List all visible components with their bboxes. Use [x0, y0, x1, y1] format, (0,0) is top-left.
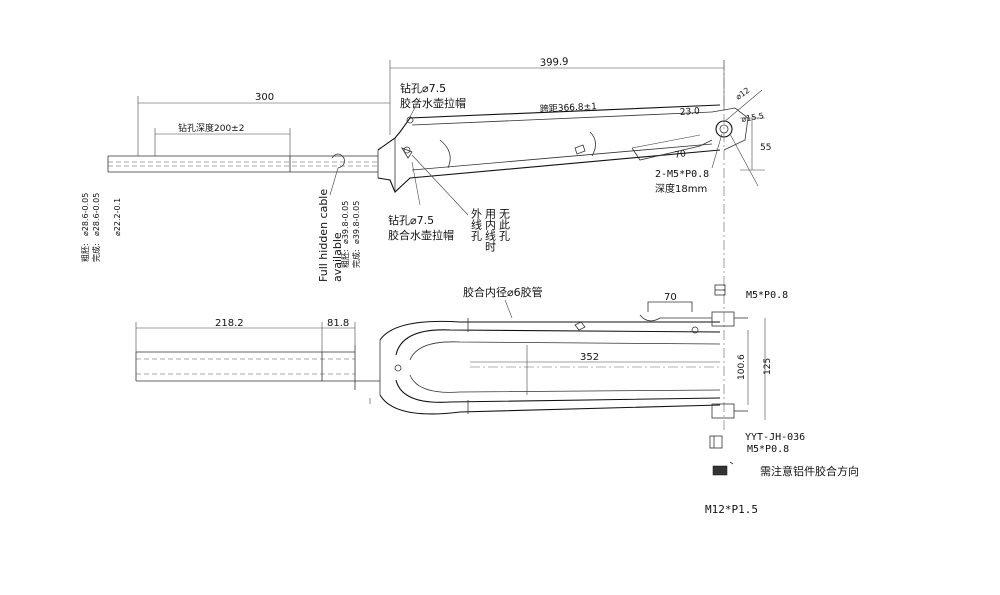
m5-note-2: 深度18mm: [655, 182, 707, 195]
dim-22: ⌀22.2-0.1: [113, 198, 122, 236]
dim-overall-length: 399.9: [540, 57, 569, 69]
dim-70-top: 70: [674, 149, 687, 161]
m5-side-note: M5*P0.8: [746, 290, 788, 301]
finish-label-2: 完成:: [351, 249, 361, 268]
bottom-dimensions: [135, 299, 766, 420]
m5-part-label: M5*P0.8: [747, 444, 789, 455]
dim-100: 100.6: [737, 354, 747, 380]
m12-label: M12*P1.5: [705, 503, 758, 516]
dim-15: ⌀15.5: [741, 111, 765, 124]
part-code: YYT-JH-036: [745, 432, 805, 443]
dim-steerer-300: 300: [255, 92, 274, 103]
dim-span: 跨距366.8±1: [540, 101, 598, 115]
cable-label-2: available: [331, 232, 344, 282]
rough-label-2: 粗胚:: [340, 249, 350, 268]
fork-front-view: [135, 301, 748, 419]
vertical-note-2: 用内线时: [484, 208, 497, 252]
dim-81: 81.8: [327, 318, 349, 329]
finish-label-1: 完成:: [91, 243, 101, 262]
dim-23: 23.0: [680, 107, 701, 118]
dim-55: 55: [760, 143, 771, 153]
drill-top-line2: 胶合水壶拉帽: [400, 96, 466, 110]
vertical-note-3: 无此孔: [498, 208, 511, 242]
vertical-note-1: 外线孔: [470, 208, 483, 242]
dim-12: ⌀12: [734, 86, 751, 102]
top-dimensions: [137, 60, 765, 430]
dim-drill-depth: 钻孔深度200±2: [178, 122, 244, 134]
drill-bottom-line1: 钻孔⌀7.5: [388, 213, 434, 227]
dim-70-bottom: 70: [664, 292, 677, 303]
dim-39: ⌀39.8-0.05: [341, 201, 350, 244]
dim-28: ⌀28.6-0.05: [81, 193, 90, 236]
dim-39b: ⌀39.8-0.05: [352, 201, 361, 244]
fork-side-view: [107, 97, 749, 216]
alu-note: 需注意铝件胶合方向: [760, 464, 859, 478]
m5-part-glyph: [709, 284, 734, 476]
drill-bottom-line2: 胶合水壶拉帽: [388, 228, 454, 242]
m5-note-1: 2-M5*P0.8: [655, 169, 709, 180]
tube-note: 胶合内径⌀6胶管: [463, 285, 543, 299]
dim-28b: ⌀28.6-0.05: [92, 193, 101, 236]
drill-top-line1: 钻孔⌀7.5: [400, 81, 446, 95]
rough-label-1: 粗胚:: [80, 243, 90, 262]
cable-label-1: Full hidden cable: [317, 189, 330, 282]
dim-218: 218.2: [215, 318, 244, 329]
dim-352: 352: [580, 352, 599, 363]
dim-125: 125: [763, 358, 773, 375]
